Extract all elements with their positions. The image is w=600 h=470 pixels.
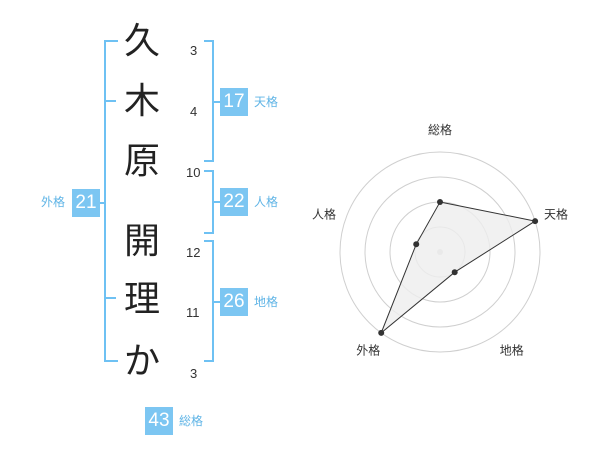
jinkaku-badge: 22 (220, 188, 248, 216)
tenkaku-label: 天格 (254, 95, 279, 109)
tenkaku-badge: 17 (220, 88, 248, 116)
chikaku-connector (214, 301, 222, 303)
radar-axis-label-5: 人格 (312, 206, 336, 221)
radar-grid-ring-3 (364, 176, 516, 328)
name-char-5: 理 (123, 279, 160, 320)
radar-data-points (378, 199, 539, 336)
radar-point-3 (451, 269, 458, 276)
chikaku-label: 地格 (254, 295, 279, 309)
gaikaku-bracket (104, 40, 118, 362)
gaikaku-bracket-tick-bottom (106, 297, 116, 299)
gaikaku-label: 外格 (41, 195, 66, 209)
chikaku-bracket (204, 240, 214, 362)
radar-grid-ring-4 (339, 151, 541, 353)
gaikaku-badge: 21 (72, 189, 100, 217)
name-char-6: か (123, 341, 160, 382)
name-char-1: 久 (123, 21, 160, 62)
stroke-count-4: 12 (186, 245, 201, 260)
tenkaku-bracket (204, 40, 214, 162)
jinkaku-connector (214, 201, 222, 203)
gaikaku-bracket-tick-top (106, 100, 116, 102)
radar-point-2 (532, 218, 539, 225)
soukaku-badge: 43 (145, 407, 173, 435)
radar-data-polygon (380, 201, 537, 334)
soukaku-label: 総格 (179, 414, 204, 428)
radar-axis-label-4: 外格 (356, 343, 380, 358)
stroke-count-5: 11 (186, 305, 200, 320)
gaikaku-connector (96, 202, 104, 204)
radar-axis-label-2: 天格 (544, 206, 568, 221)
radar-axis-label-3: 地格 (500, 343, 524, 358)
jinkaku-bracket (204, 170, 214, 234)
stroke-count-6: 3 (190, 366, 198, 381)
jinkaku-label: 人格 (254, 195, 279, 209)
stroke-count-3: 10 (186, 165, 201, 180)
radar-axis-label-1: 総格 (428, 122, 452, 137)
name-char-4: 開 (123, 221, 160, 262)
radar-point-1 (437, 199, 443, 205)
stroke-count-2: 4 (190, 104, 198, 119)
radar-point-4 (378, 329, 385, 336)
radar-point-5 (413, 241, 420, 248)
stroke-count-1: 3 (190, 43, 198, 58)
name-char-3: 原 (123, 141, 160, 182)
tenkaku-connector (214, 101, 222, 103)
name-char-2: 木 (123, 81, 160, 122)
chikaku-badge: 26 (220, 288, 248, 316)
